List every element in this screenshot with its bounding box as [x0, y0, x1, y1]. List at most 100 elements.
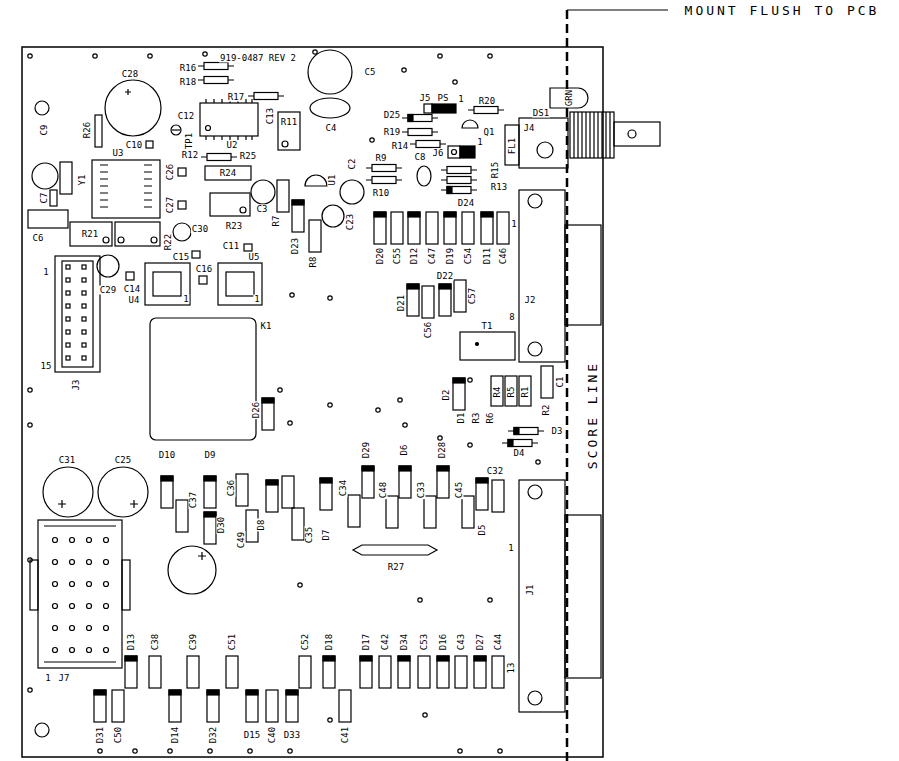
- pin-number: 13: [507, 662, 516, 675]
- capacitor-symbol: [126, 272, 134, 280]
- part-designator: C47: [428, 247, 437, 265]
- component-row: [492, 480, 504, 512]
- capacitor-symbol: [199, 276, 207, 284]
- resistor-symbol: [402, 129, 438, 136]
- part-designator: J6: [432, 149, 445, 158]
- part-designator: R22: [164, 233, 173, 251]
- component-row: [541, 366, 553, 398]
- capacitor-symbol: [244, 244, 252, 251]
- component-row: [422, 286, 434, 318]
- part-designator: R6: [486, 412, 495, 425]
- part-designator: R25: [239, 152, 257, 161]
- component-row: [398, 656, 410, 688]
- capacitor-symbol: [178, 201, 186, 209]
- power-connector: [104, 538, 109, 543]
- part-designator: D5: [478, 524, 487, 537]
- part-designator: U1: [328, 174, 337, 187]
- dsub-connector: [565, 515, 601, 678]
- part-designator: C53: [420, 633, 429, 651]
- via-dot: [208, 749, 212, 753]
- power-connector: [70, 582, 75, 587]
- pin-number: 1: [182, 295, 189, 304]
- part-designator: T1: [481, 322, 494, 331]
- part-designator: C1: [556, 376, 565, 389]
- part-designator: R18: [179, 78, 197, 87]
- header-connector: [66, 278, 70, 282]
- part-designator: C55: [393, 247, 402, 265]
- via-dot: [488, 598, 492, 602]
- resistor-symbol: [468, 107, 504, 114]
- part-designator: R13: [490, 183, 508, 192]
- part-designator: D11: [483, 247, 492, 265]
- bnc-connector: [574, 112, 610, 158]
- part-designator: D23: [291, 237, 300, 255]
- ic-outline: [200, 103, 258, 136]
- capacitor-symbol: [28, 210, 68, 228]
- bnc-connector: [537, 142, 553, 158]
- part-designator: C5: [364, 68, 377, 77]
- part-designator: C44: [494, 633, 503, 651]
- part-designator: C51: [228, 633, 237, 651]
- resistor-symbol: [103, 237, 109, 243]
- part-designator: D28: [438, 441, 447, 459]
- part-designator: C4: [325, 124, 338, 133]
- pin-number: 15: [40, 362, 53, 371]
- component-row: [386, 496, 398, 528]
- header-connector: [66, 356, 70, 360]
- via-dot: [453, 80, 457, 84]
- part-designator: C33: [417, 481, 426, 499]
- component-row: [399, 466, 411, 498]
- power-connector: [104, 582, 109, 587]
- part-designator: D6: [400, 444, 409, 457]
- part-designator: U5: [248, 253, 261, 262]
- via-dot: [133, 749, 137, 753]
- capacitor-symbol: [130, 500, 138, 508]
- via-dot: [28, 388, 32, 392]
- part-designator: C54: [464, 247, 473, 265]
- component-row: [339, 690, 351, 722]
- part-designator: C27: [166, 196, 175, 214]
- part-designator: D29: [362, 441, 371, 459]
- component-row: [323, 656, 335, 688]
- header-connector: [66, 330, 70, 334]
- component-row: [426, 212, 438, 244]
- part-designator: D32: [209, 726, 218, 744]
- part-designator: C46: [499, 247, 508, 265]
- component-row: [360, 656, 372, 688]
- component-row: [379, 656, 391, 688]
- component-row: [439, 284, 451, 316]
- header-connector: [66, 317, 70, 321]
- part-designator: C26: [166, 163, 175, 181]
- part-designator: C36: [227, 479, 236, 497]
- part-designator: Q1: [483, 128, 496, 137]
- via-dot: [148, 54, 152, 58]
- diode-symbol: [262, 398, 274, 430]
- diode-symbol: [508, 428, 544, 435]
- resistor-symbol: [210, 193, 250, 216]
- part-designator: D34: [400, 633, 409, 651]
- part-designator: R4: [493, 386, 502, 399]
- part-designator: C30: [191, 225, 209, 234]
- filter-outline: [505, 125, 519, 165]
- via-dot: [248, 749, 252, 753]
- part-designator: D21: [397, 294, 406, 312]
- pin-number: 1: [457, 95, 464, 104]
- capacitor-symbol: [198, 552, 206, 560]
- part-designator: R19: [383, 128, 401, 137]
- power-connector: [53, 648, 58, 653]
- jumper-symbol: [424, 104, 432, 113]
- mounting-hole: [35, 101, 49, 737]
- component-row: [462, 212, 474, 244]
- dsub-connector: [528, 485, 542, 499]
- part-designator: D13: [127, 633, 136, 651]
- header-connector: [66, 304, 70, 308]
- part-designator: R24: [219, 169, 237, 178]
- test-point: [172, 129, 180, 130]
- via-dot: [98, 749, 102, 753]
- capacitor-symbol: [417, 166, 431, 186]
- bnc-connector: [519, 112, 660, 168]
- header-connector: [66, 291, 70, 295]
- via-dot: [468, 443, 472, 447]
- ic-outline: [206, 99, 252, 140]
